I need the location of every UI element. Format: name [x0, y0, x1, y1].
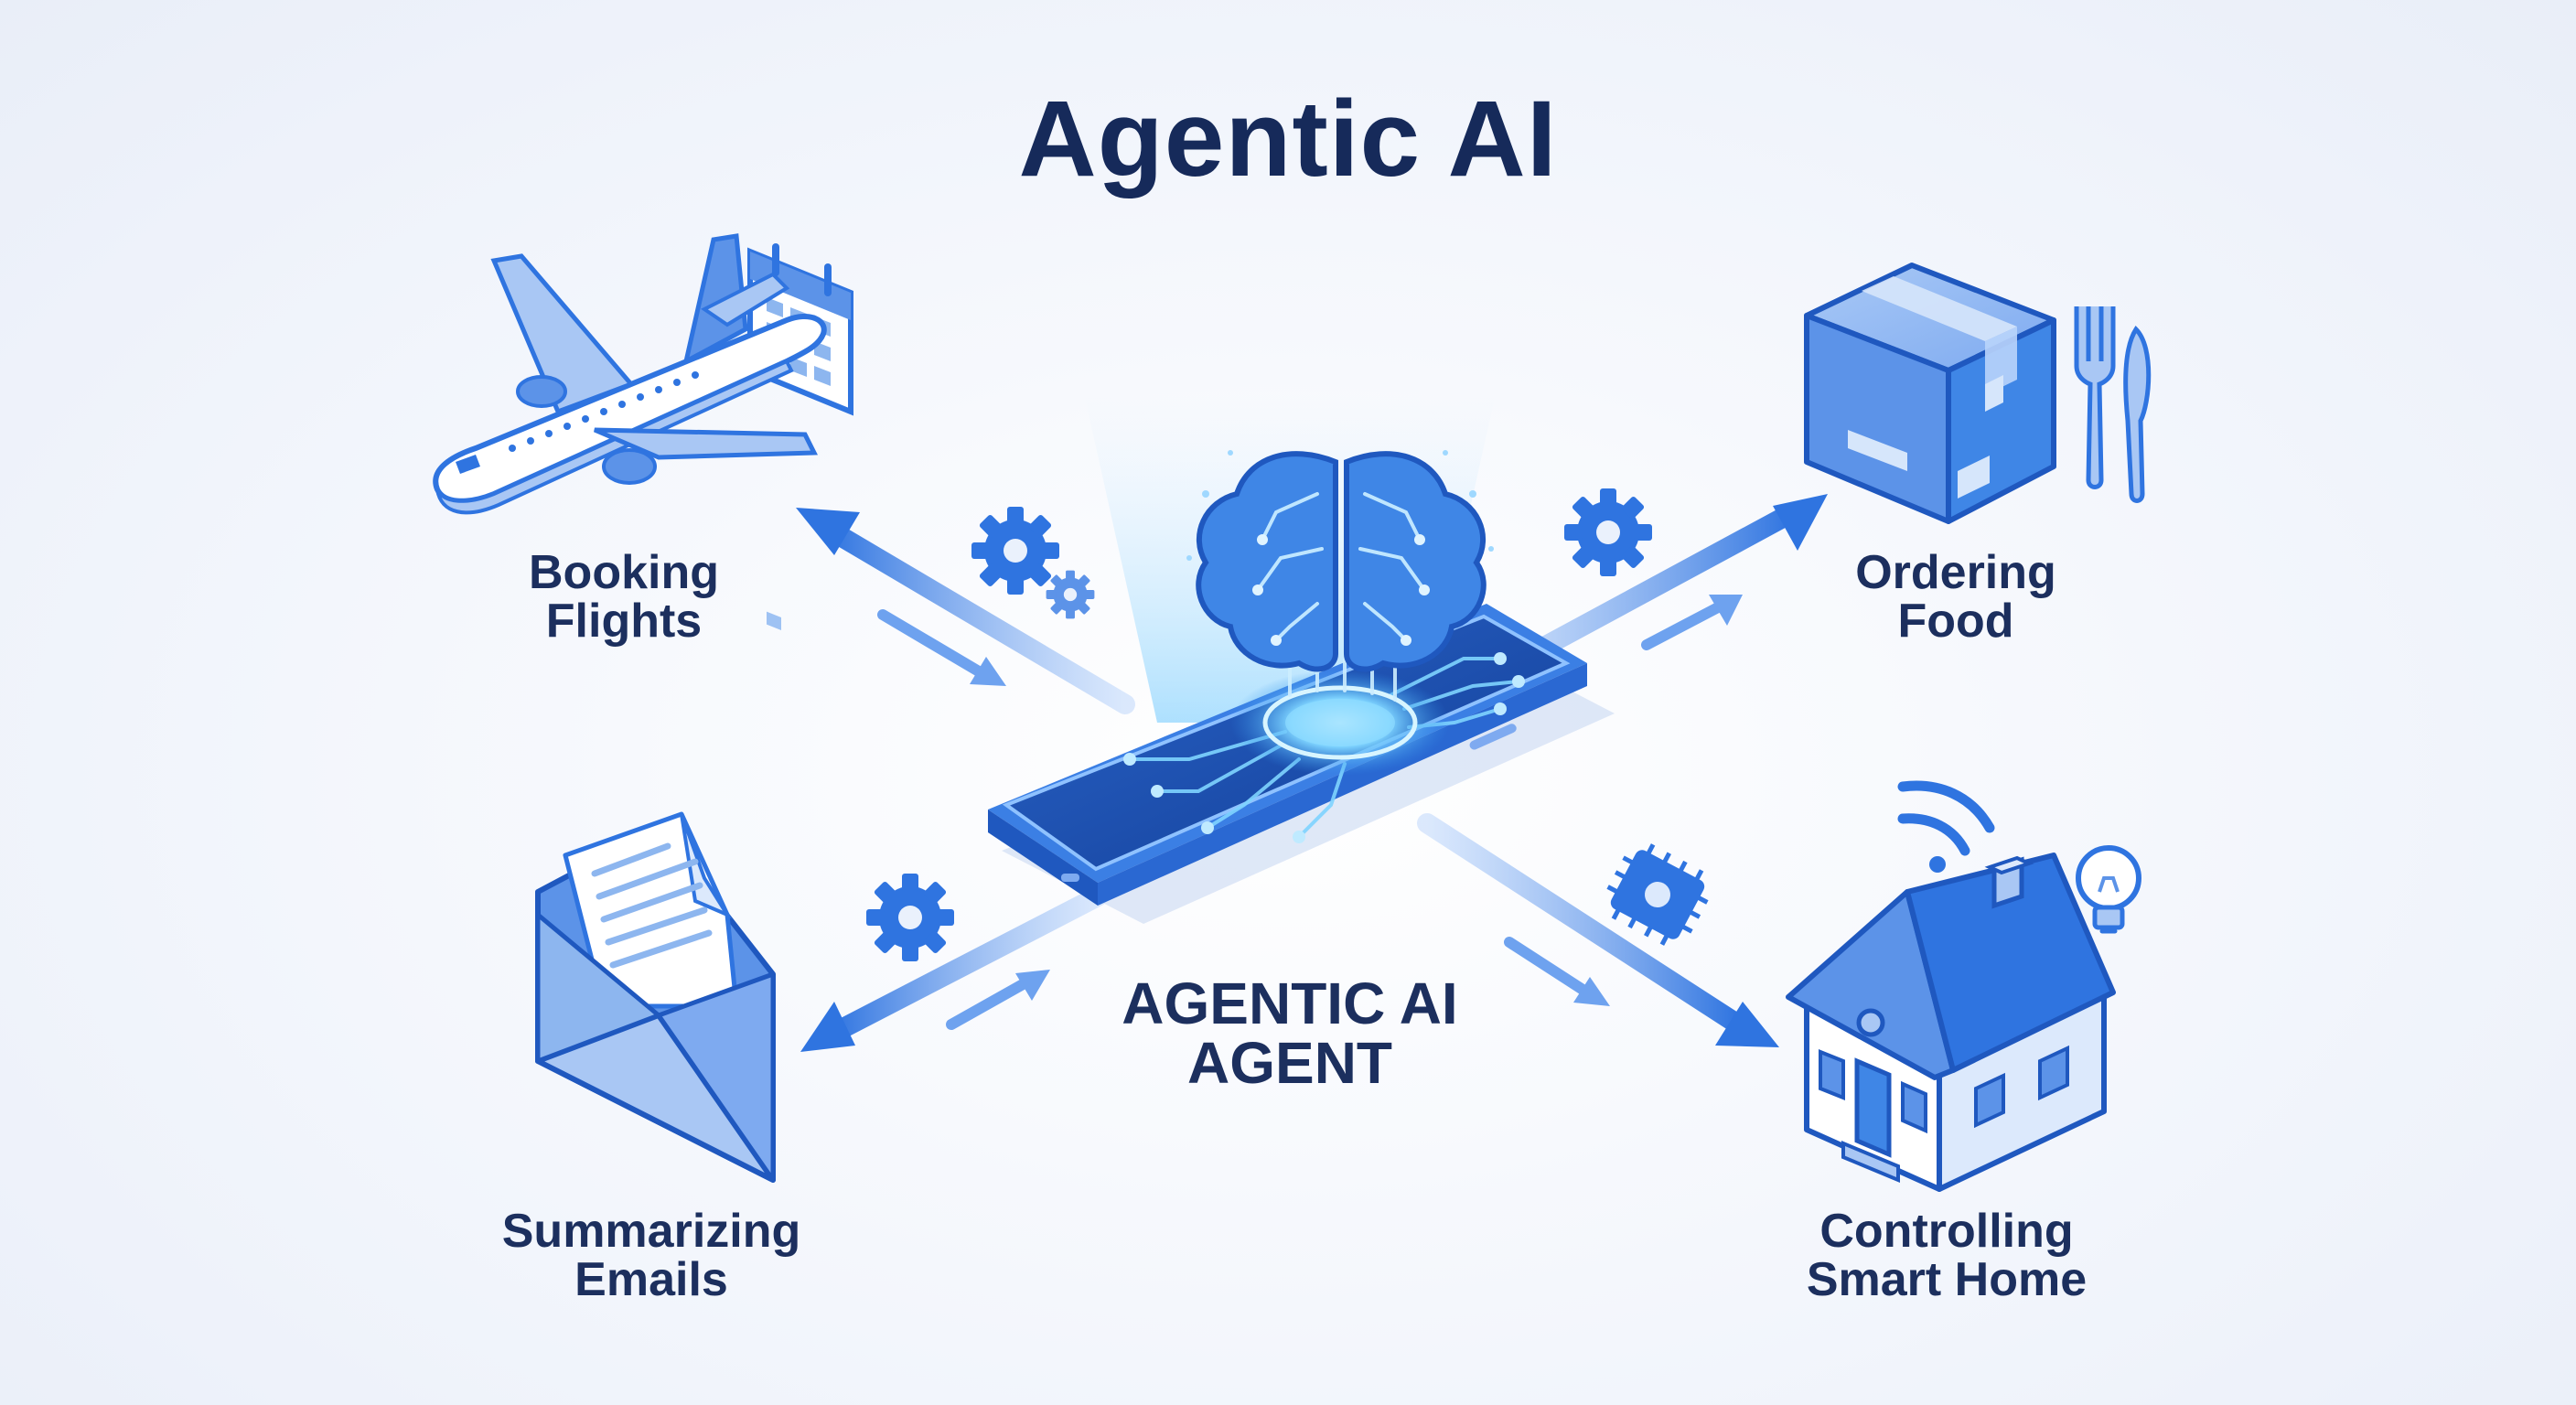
- wifi-icon: [1897, 780, 1995, 873]
- box-cutlery-icon: [1804, 263, 2152, 524]
- label-controlling-smart-home: Controlling Smart Home: [1709, 1207, 2184, 1304]
- brain-icon: [1186, 450, 1494, 672]
- fork-icon: [2074, 306, 2116, 489]
- smart-house-icon: [1786, 780, 2141, 1192]
- label-summarizing-emails: Summarizing Emails: [413, 1207, 889, 1304]
- letter-icon: [563, 811, 739, 1009]
- label-line: Flights: [545, 595, 703, 649]
- gear-icon: [866, 874, 954, 961]
- label-line: AGENT: [1187, 1030, 1392, 1097]
- knife-icon: [2123, 326, 2152, 503]
- label-ordering-food: Ordering Food: [1718, 546, 2194, 649]
- lightbulb-icon: [2076, 845, 2141, 934]
- label-line: Summarizing: [501, 1205, 801, 1258]
- gear-icon-cluster-top-left: [971, 507, 1095, 619]
- label-line: Emails: [574, 1253, 728, 1307]
- label-line: AGENTIC AI: [1122, 971, 1458, 1036]
- smartphone-icon: [988, 604, 1587, 906]
- gear-icon: [971, 507, 1059, 595]
- label-line: Ordering: [1855, 546, 2056, 599]
- arrow-to-summarizing-emails: [800, 886, 1108, 1052]
- label-booking-flights: Booking Flights: [386, 546, 862, 649]
- diagram-title: Agentic AI: [1018, 79, 1558, 199]
- label-line: Booking: [529, 546, 719, 599]
- label-line: Food: [1897, 595, 2014, 649]
- airplane-icon: [433, 233, 827, 515]
- envelope-letter-icon: [535, 811, 776, 1183]
- gear-icon: [1564, 488, 1652, 576]
- airplane-calendar-icon: [433, 233, 853, 631]
- label-line: Controlling: [1819, 1205, 2074, 1258]
- microchip-icon: [1606, 843, 1709, 946]
- package-icon: [1804, 263, 2056, 524]
- arrow-to-booking-flights: [796, 508, 1135, 714]
- agent-phone-hub: [988, 393, 1615, 924]
- arrow-to-smart-home: [1417, 813, 1779, 1047]
- label-agentic-ai-agent: AGENTIC AI AGENT: [1034, 971, 1546, 1097]
- label-line: Smart Home: [1806, 1253, 2088, 1307]
- gear-icon: [1046, 570, 1095, 619]
